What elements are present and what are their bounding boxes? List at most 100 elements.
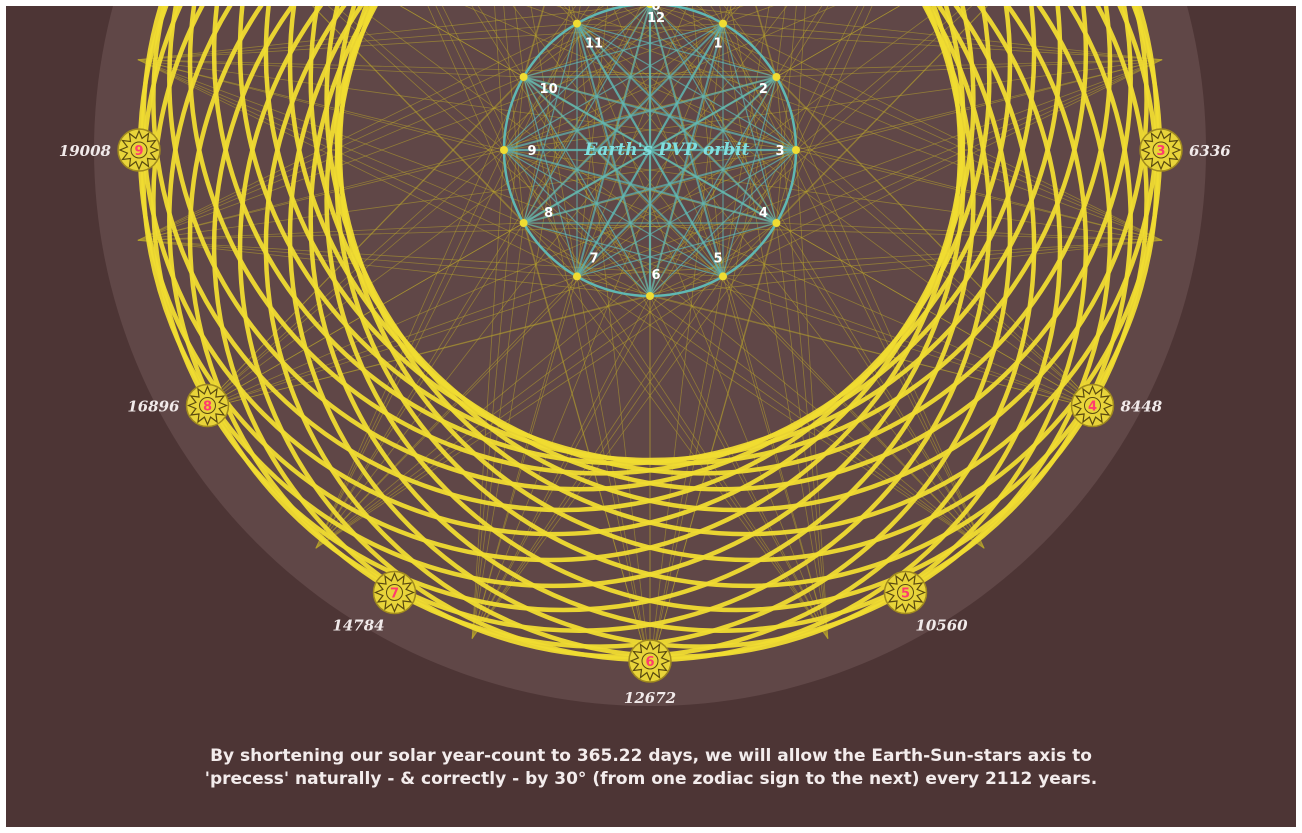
chord-line [621, 6, 797, 151]
chord-line [576, 59, 1163, 277]
epicycle-ring [187, 6, 1013, 476]
chord-line [653, 6, 1163, 241]
chord-line [399, 6, 524, 78]
chord-line [576, 6, 944, 277]
orbit-node [573, 19, 581, 28]
epicycle-ring [237, 6, 1063, 463]
chord-line [649, 6, 829, 297]
orbit-node [719, 272, 727, 281]
orbit-chord [503, 23, 724, 151]
medallion-year: 16896 [127, 398, 180, 416]
orbit-diameter [576, 23, 724, 277]
chord-line [795, 59, 1163, 151]
chord-line [576, 23, 985, 549]
epicycle-ring [334, 6, 1159, 537]
chord-line [503, 6, 524, 224]
epicycle-ring [141, 6, 966, 537]
caption: By shortening our solar year-count to 36… [6, 745, 1296, 791]
epicycle-ring [187, 6, 1013, 649]
medallion-core [199, 397, 216, 414]
medallion-year: 10560 [915, 617, 968, 635]
orbit-node [573, 272, 581, 281]
orbit-chord [576, 22, 778, 224]
chord-line [503, 149, 985, 549]
orbit-node [646, 6, 654, 8]
chord-line [722, 6, 859, 277]
chord-line [503, 59, 1163, 151]
orbit-node [772, 73, 781, 81]
chord-line [315, 76, 524, 549]
chord-line [137, 59, 651, 297]
chord-line [503, 6, 836, 151]
chord-line [722, 6, 988, 277]
chord-line [795, 6, 865, 151]
chord-line [523, 6, 737, 224]
chord-line [795, 6, 806, 151]
chord-line [199, 23, 578, 411]
chord-line [137, 59, 578, 277]
orbit-position-label: 8 [544, 206, 553, 221]
chord-line [523, 76, 829, 639]
medallion-core [897, 584, 914, 601]
chord-line [137, 6, 636, 61]
chord-line [722, 276, 829, 639]
orbit-node [519, 219, 528, 227]
chord-line [441, 6, 578, 277]
orbit-chord [522, 76, 724, 278]
chord-line [523, 6, 577, 78]
chord-line [649, 23, 724, 671]
chord-line [503, 6, 545, 151]
chord-line [755, 6, 797, 151]
orbit-position-label: 0 [651, 6, 660, 14]
epicycle-ring [151, 6, 976, 513]
chord-line [471, 222, 777, 639]
chord-line [568, 6, 651, 297]
medallion-core [1152, 141, 1170, 159]
orbit-title: Earth's PVP orbit [583, 140, 749, 160]
chord-line [776, 6, 823, 78]
chord-line [137, 149, 505, 241]
sun-star-icon [884, 571, 927, 614]
chord-line [776, 76, 985, 549]
orbit-node [519, 73, 528, 81]
orbit-node [719, 19, 727, 28]
orbit-position-label: 11 [585, 37, 603, 52]
chord-line [137, 59, 777, 78]
orbit-chord [503, 149, 777, 224]
chord-line [503, 6, 600, 151]
chord-line [356, 6, 724, 277]
orbit-chord [503, 76, 777, 151]
epicycle-ring [141, 6, 966, 589]
medallion-number: 4 [1088, 400, 1097, 415]
chord-line [199, 222, 777, 411]
sun-star-icon [629, 640, 671, 682]
chord-line [315, 222, 777, 549]
chord-line [137, 23, 578, 241]
chord-line [137, 59, 505, 151]
epicycle-ring [287, 6, 1113, 649]
chord-line [523, 76, 651, 671]
chord-line [464, 6, 797, 151]
chord-line [576, 23, 829, 639]
chord-line [658, 6, 777, 224]
chord-line [523, 222, 985, 549]
chord-line [700, 6, 797, 151]
orbit-node [792, 146, 800, 154]
orbit-chord [522, 22, 724, 224]
chord-line [722, 23, 1163, 241]
chord-line [722, 59, 1163, 277]
orbit-chord [523, 76, 651, 297]
earth-orbit [500, 6, 800, 300]
orbit-chord [649, 23, 724, 297]
chord-line [576, 276, 985, 549]
chord-line [776, 6, 873, 224]
orbit-position-label: 7 [589, 251, 598, 266]
orbit-position-label: 6 [651, 268, 660, 283]
chord-line [523, 6, 571, 224]
orbit-position-label: 2 [759, 82, 768, 97]
chord-line [503, 149, 1101, 411]
epicycle-ring [211, 6, 1037, 466]
